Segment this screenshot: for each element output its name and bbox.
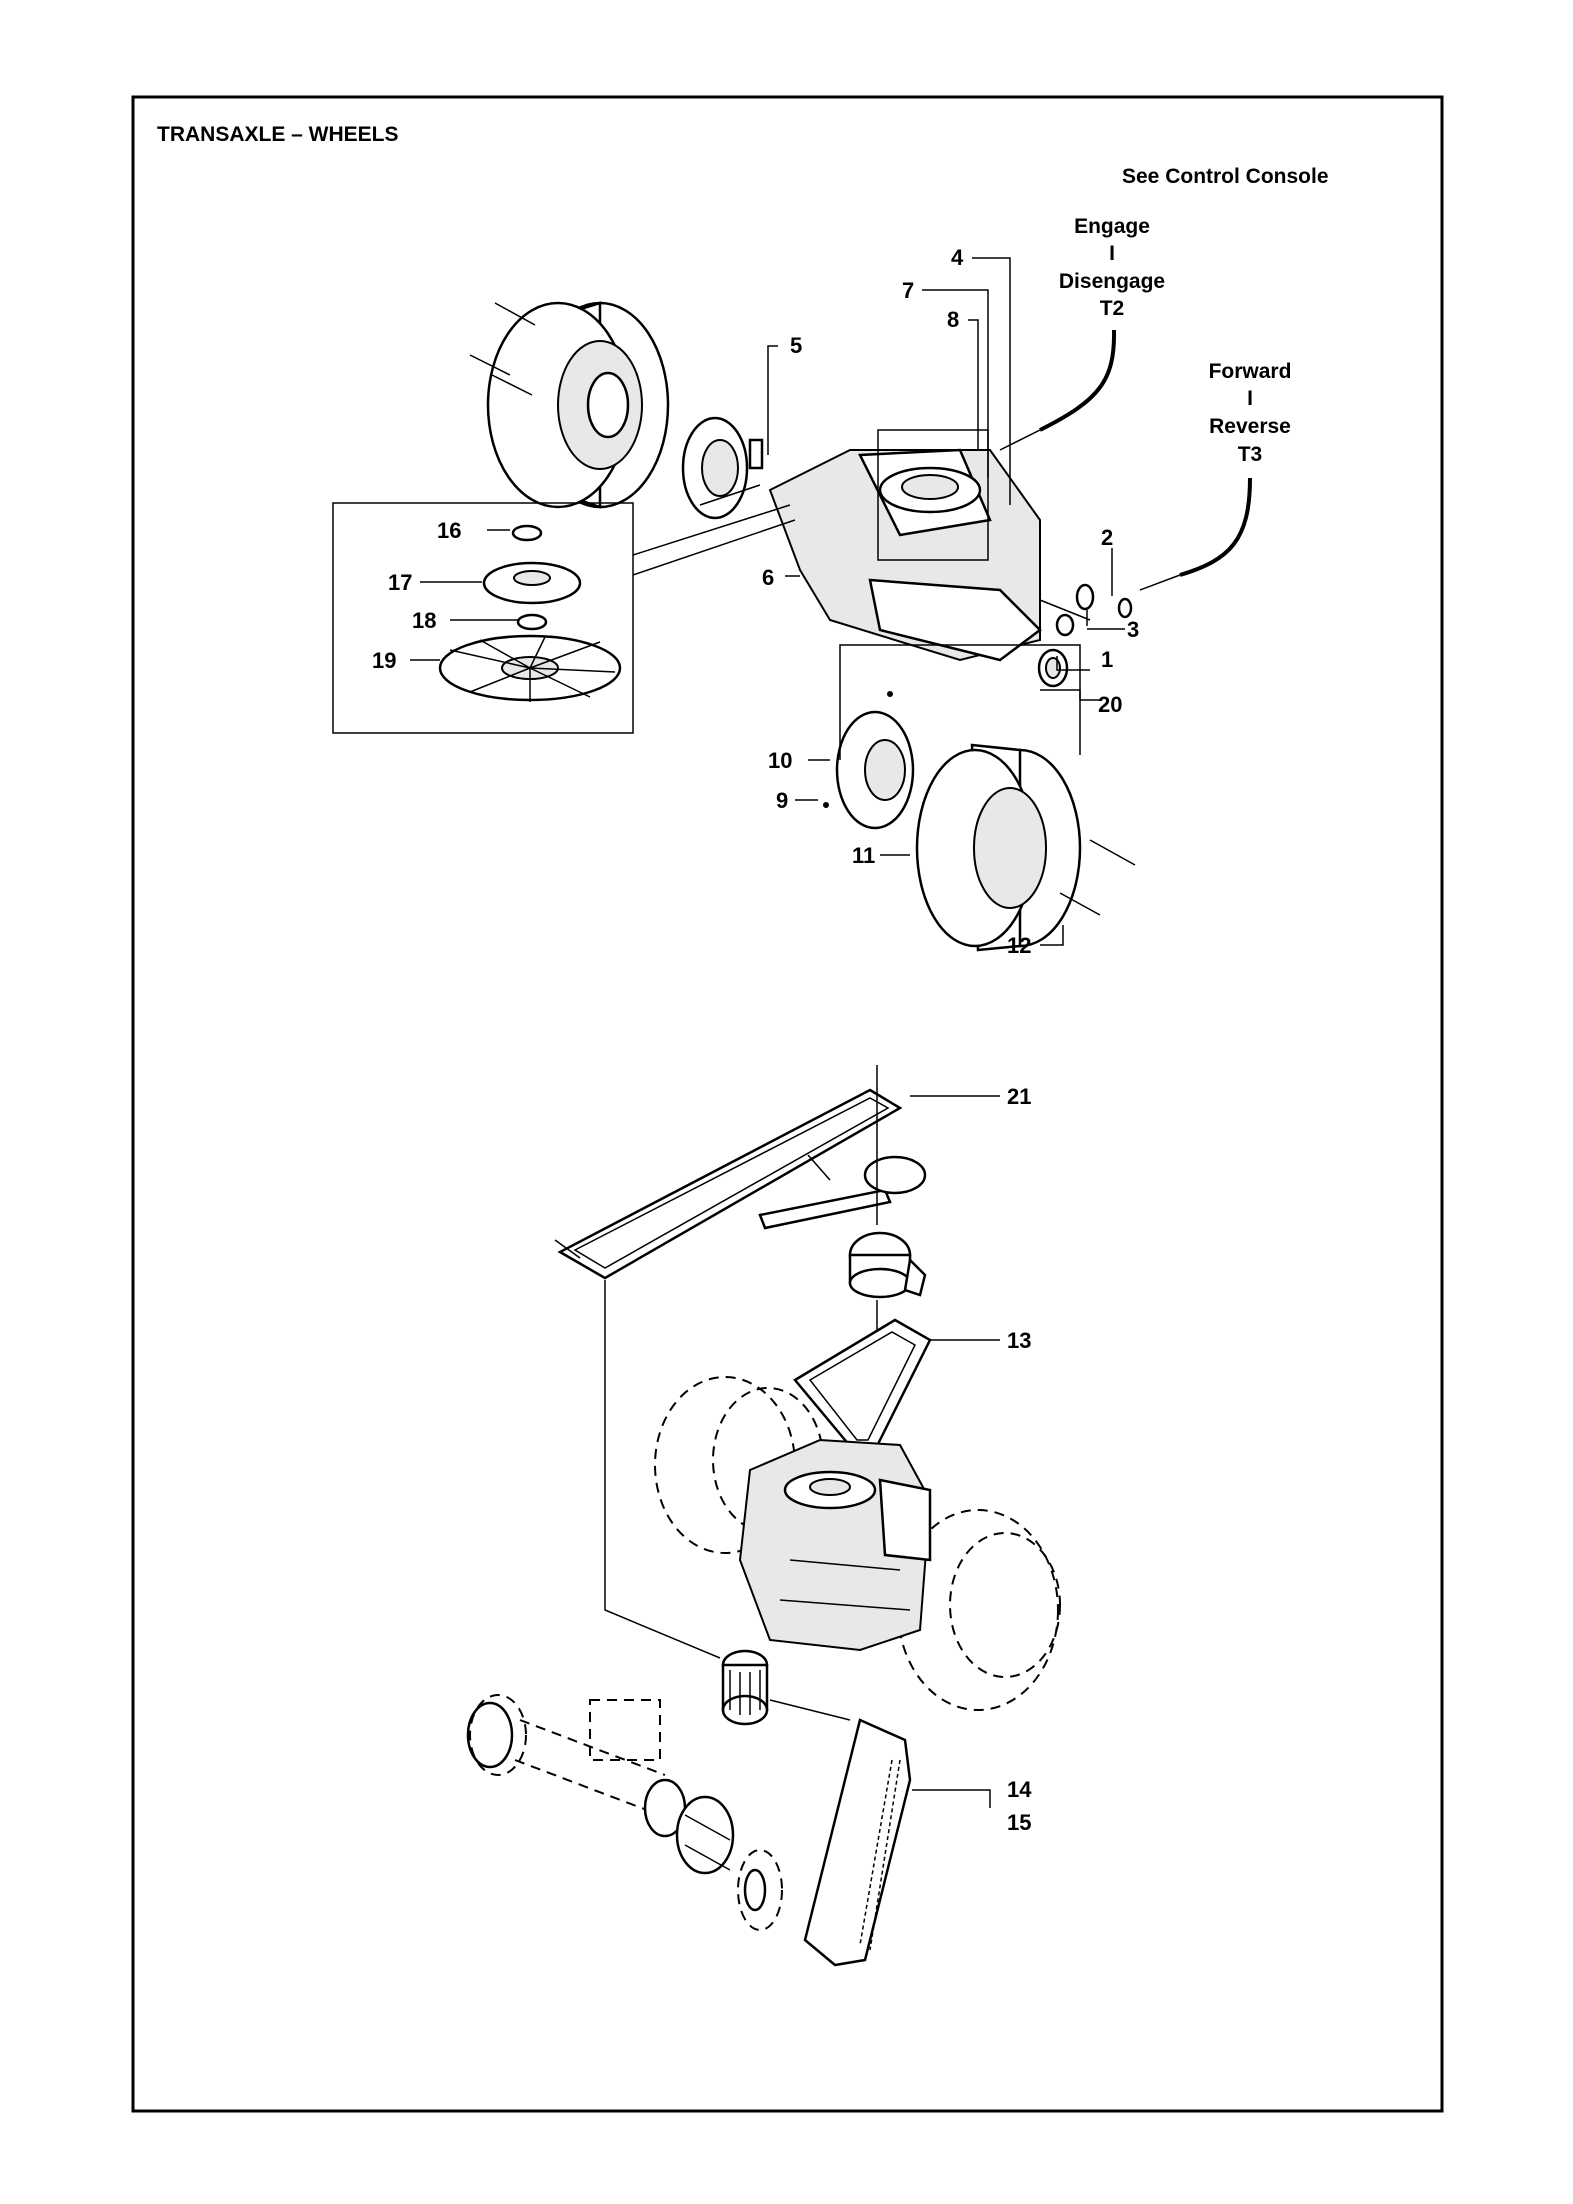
- callout-7: 7: [902, 278, 914, 303]
- callout-leaders: [410, 257, 1125, 1808]
- right-hub: [823, 691, 915, 830]
- engage-separator: I: [1109, 242, 1115, 265]
- filter-to-belt-line: [769, 1699, 851, 1721]
- lower-transaxle-assembly: [654, 1376, 1061, 1711]
- callout-11: 11: [852, 843, 875, 868]
- spacer: [516, 613, 548, 631]
- key-part: [748, 438, 764, 470]
- forward-separator: I: [1247, 387, 1253, 410]
- forward-reverse-label: Forward I Reverse T3: [1209, 360, 1292, 466]
- t3-cable-end: [1139, 574, 1181, 591]
- t2-cable-end: [999, 429, 1041, 451]
- inset-box: [332, 502, 634, 734]
- callout-10: 10: [768, 748, 792, 773]
- callout-5: 5: [790, 333, 802, 358]
- filter-cylinder: [721, 1649, 769, 1726]
- retaining-ring: [511, 524, 543, 542]
- drive-belt-21: [557, 1088, 903, 1280]
- page-title: TRANSAXLE – WHEELS: [157, 123, 399, 146]
- callout-19: 19: [372, 648, 396, 673]
- callout-6: 6: [762, 565, 774, 590]
- drive-belt-21-inner: [573, 1097, 890, 1269]
- t3-cable: [1179, 477, 1252, 577]
- left-hub: [681, 416, 749, 520]
- page-border: [131, 95, 1444, 2113]
- callout-16: 16: [437, 518, 461, 543]
- right-axle-parts: [1037, 583, 1133, 688]
- fan-pulley-inset: [332, 502, 796, 734]
- transaxle: [699, 429, 1091, 662]
- t2-label: T2: [1100, 297, 1125, 320]
- right-wheel-bolts: [1059, 839, 1136, 916]
- callout-21: 21: [1007, 1084, 1031, 1109]
- belt-21-left-line: [554, 1239, 581, 1259]
- ribbed-belt-ribs: [859, 1759, 901, 1951]
- callout-numbers: 1 2 3 4 5 6 7 8 9 10 11 12 13 14 15 16 1…: [372, 245, 1139, 1835]
- callout-15: 15: [1007, 1810, 1031, 1835]
- engage-disengage-label: Engage I Disengage T2: [1059, 215, 1165, 320]
- callout-3: 3: [1127, 617, 1139, 642]
- forward-label: Forward: [1209, 360, 1292, 383]
- see-control-console-note: See Control Console: [1122, 165, 1329, 188]
- fan: [438, 634, 622, 702]
- disengage-label: Disengage: [1059, 270, 1165, 293]
- idler-pulley: [848, 1231, 927, 1299]
- callout-13: 13: [1007, 1328, 1031, 1353]
- pulley-highlight-box: [877, 429, 989, 561]
- right-rear-wheel: [915, 743, 1082, 952]
- callout-8: 8: [947, 307, 959, 332]
- callout-9: 9: [776, 788, 788, 813]
- callout-14: 14: [1007, 1777, 1032, 1802]
- left-rear-wheel: [486, 301, 670, 509]
- transaxle-belt-13: [793, 1318, 932, 1454]
- callout-17: 17: [388, 570, 412, 595]
- callout-12: 12: [1007, 933, 1031, 958]
- ribbed-belt-14-15: [803, 1718, 912, 1967]
- callout-2: 2: [1101, 525, 1113, 550]
- brush-shaft-assembly: [466, 1694, 783, 1931]
- callout-1: 1: [1101, 647, 1113, 672]
- callout-18: 18: [412, 608, 436, 633]
- t2-cable: [1039, 329, 1117, 432]
- engage-label: Engage: [1074, 215, 1150, 238]
- reverse-label: Reverse: [1209, 415, 1291, 438]
- callout-4: 4: [951, 245, 964, 270]
- transaxle-belt-13-inner: [808, 1331, 916, 1441]
- callout-20: 20: [1098, 692, 1122, 717]
- left-wheel-bolts: [469, 302, 536, 396]
- belt-21-drop-line: [604, 1280, 721, 1659]
- t3-label: T3: [1238, 443, 1263, 466]
- idler-arm: [758, 1154, 927, 1230]
